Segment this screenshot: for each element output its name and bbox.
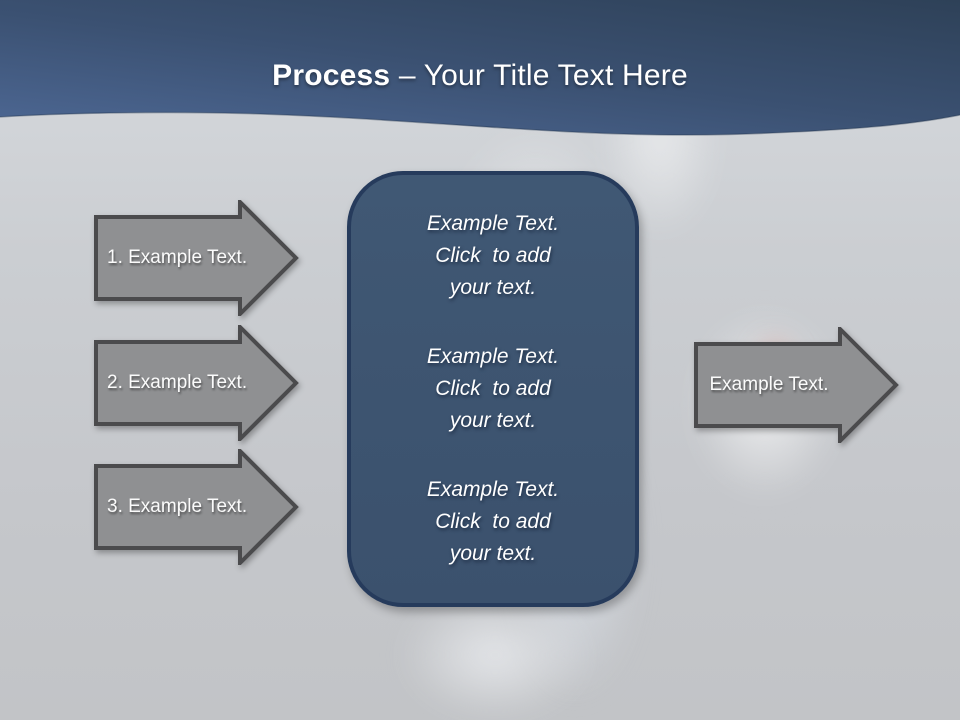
right-arrow-shape (94, 449, 299, 565)
text-block-1[interactable]: Example Text. Click to add your text. (426, 212, 560, 299)
header-wave (0, 0, 960, 136)
right-arrow-shape (94, 325, 299, 441)
slide-title[interactable]: Process – Your Title Text Here (0, 54, 960, 98)
result-arrow-label: Example Text. (709, 374, 829, 395)
center-text-panel[interactable]: Example Text. Click to add your text. Ex… (347, 171, 639, 607)
process-arrow-3[interactable]: 3. Example Text. (94, 449, 300, 565)
slide-title-subtext: – Your Title Text Here (390, 59, 688, 92)
right-arrow-shape (94, 200, 299, 316)
right-arrow-shape (694, 327, 899, 443)
process-arrow-1-label: 1. Example Text. (107, 247, 248, 268)
result-arrow[interactable]: Example Text. (694, 327, 900, 443)
process-arrow-1[interactable]: 1. Example Text. (94, 200, 300, 316)
process-arrow-3-label: 3. Example Text. (107, 496, 248, 517)
process-arrow-2[interactable]: 2. Example Text. (94, 325, 300, 441)
slide-title-keyword: Process (272, 59, 391, 92)
background-figure-shape (400, 590, 590, 720)
process-arrow-2-label: 2. Example Text. (107, 372, 248, 393)
text-block-3[interactable]: Example Text. Click to add your text. (426, 478, 560, 565)
text-block-2[interactable]: Example Text. Click to add your text. (426, 345, 560, 432)
